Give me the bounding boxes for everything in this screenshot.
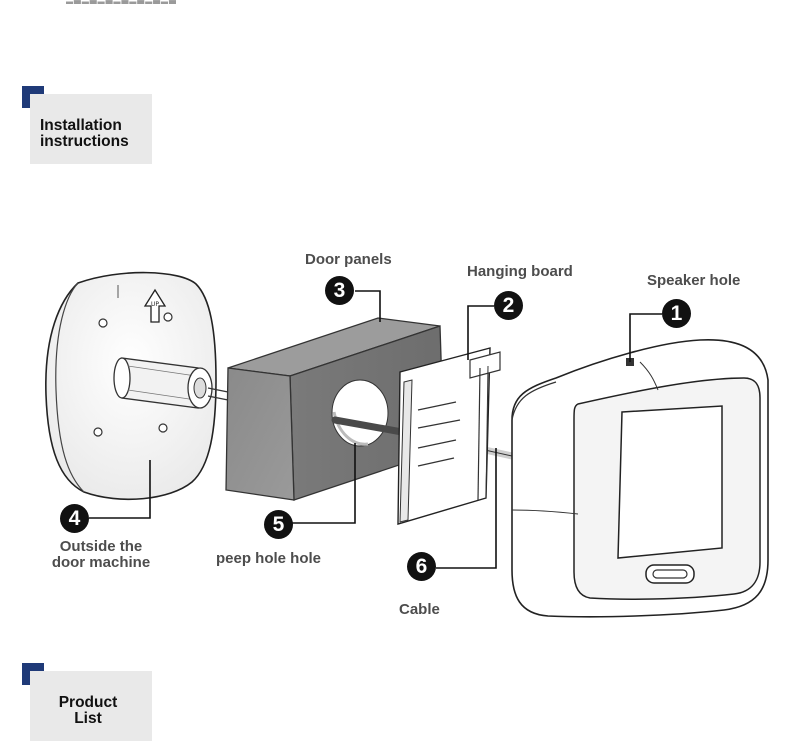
installation-diagram: UP [45,271,769,618]
part-number-1: 1 [662,299,691,328]
peep-hole-label: peep hole hole [216,550,322,567]
installation-title-line1: Installation [40,117,122,134]
hanging-board [397,347,501,525]
svg-text:UP: UP [151,301,159,308]
part-number-5: 5 [264,510,293,539]
product-list-title-line1: Product [58,694,118,711]
up-arrow-icon: UP [143,288,167,323]
leader-line-3 [355,290,381,322]
indoor-monitor [511,339,769,618]
installation-section-header: Installation instructions [22,86,162,176]
door-panels-label: Door panels [305,251,392,268]
leader-lines [89,290,662,569]
leader-line-6 [436,448,497,569]
section-plate [30,94,152,164]
outside-door-machine-label-line1: Outside the [59,538,143,555]
outside-door-machine-label: Outside the door machine [40,539,162,571]
installation-title: Installation instructions [40,118,160,150]
leader-line-2 [467,305,494,360]
hanging-board-label: Hanging board [467,263,573,280]
speaker-hole-label: Speaker hole [647,272,741,289]
part-number-3: 3 [325,276,354,305]
product-list-title-line2: List [74,710,102,727]
outside-door-machine: UP [45,271,229,501]
outside-door-machine-label-line2: door machine [51,554,151,571]
product-list-title: Product List [40,695,136,727]
part-number-2: 2 [494,291,523,320]
leader-line-1 [629,313,662,362]
leader-line-4 [89,460,151,519]
part-number-6: 6 [407,552,436,581]
installation-title-line2: instructions [40,133,129,150]
cable-label: Cable [399,601,440,618]
leader-line-5 [292,443,356,524]
cropped-top-text: ▂▃▂▃▂▃▂▃▂▃▂▃▂▃ [66,0,206,4]
part-number-4: 4 [60,504,89,533]
